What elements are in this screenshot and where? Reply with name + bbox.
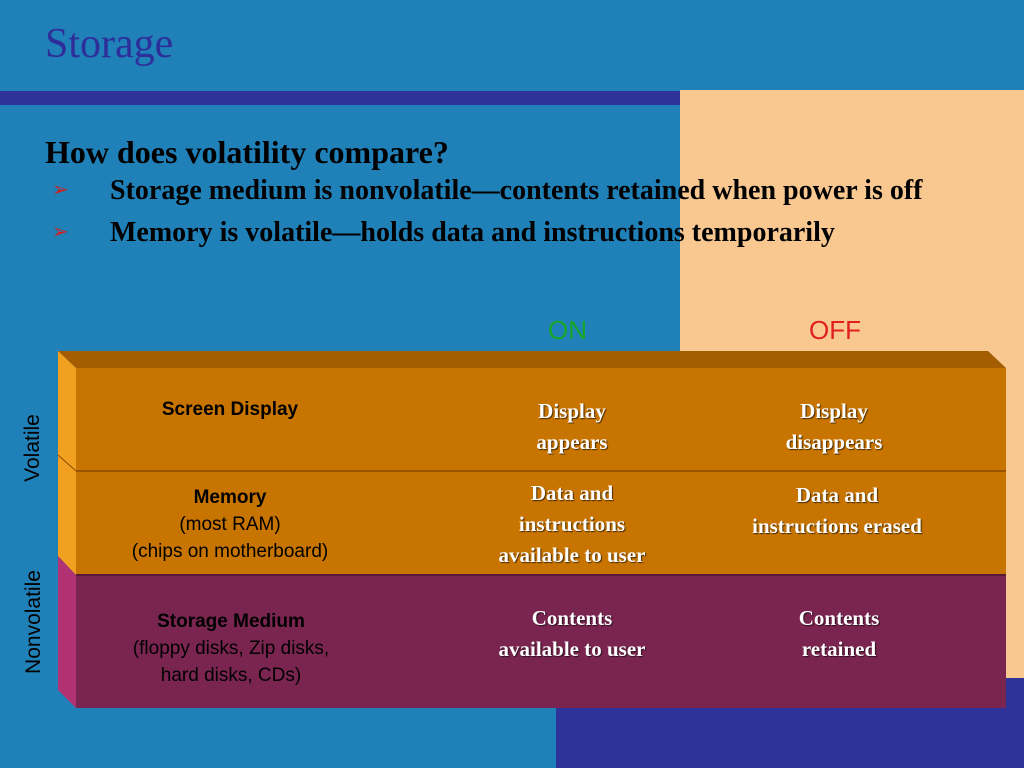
slide-title: Storage xyxy=(45,21,174,67)
screen-on-cell: Display appears xyxy=(536,399,608,454)
title-underline-bar xyxy=(0,91,680,105)
bullet-item: ➢ Storage medium is nonvolatile—contents… xyxy=(52,174,1002,208)
storage-off-cell: Contents retained xyxy=(798,606,880,661)
bullet-list: ➢ Storage medium is nonvolatile—contents… xyxy=(52,174,1002,258)
row-label-screen-display: Screen Display xyxy=(161,399,299,420)
row-label-storage-medium: Storage Medium (floppy disks, Zip disks,… xyxy=(132,611,330,686)
row-divider-side xyxy=(57,454,77,472)
bullet-text: Storage medium is nonvolatile—contents r… xyxy=(110,175,923,206)
bullet-item: ➢ Memory is volatile—holds data and inst… xyxy=(52,216,1002,250)
slide-question: How does volatility compare? xyxy=(45,134,449,170)
bullet-text: Memory is volatile—holds data and instru… xyxy=(110,217,835,248)
nonvolatile-front-face xyxy=(76,575,1006,708)
screen-off-cell: Display disappears xyxy=(785,399,883,454)
red-arrowhead-icon: ➢ xyxy=(52,221,69,243)
storage-on-cell: Contents available to user xyxy=(498,606,646,661)
row-label-memory: Memory (most RAM) (chips on motherboard) xyxy=(131,487,329,562)
memory-on-cell: Data and instructions available to user xyxy=(498,481,646,567)
table-top-face xyxy=(58,351,1006,368)
off-column-header: OFF xyxy=(809,315,861,345)
on-column-header: ON xyxy=(548,315,587,345)
red-arrowhead-icon: ➢ xyxy=(52,179,69,201)
memory-off-cell: Data and instructions erased xyxy=(752,483,922,538)
nonvolatile-side-face xyxy=(58,556,76,708)
